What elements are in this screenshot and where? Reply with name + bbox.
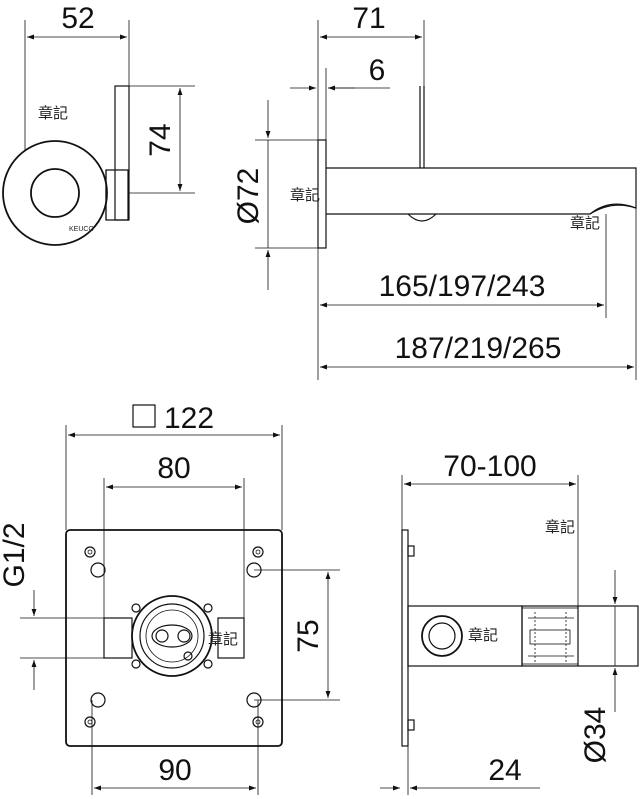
- lever: [114, 85, 130, 221]
- dim-122: 122: [164, 402, 214, 435]
- watermark: 章記: [468, 626, 498, 644]
- dim-52: 52: [61, 2, 94, 35]
- dim-diameter-72: Ø72: [232, 168, 265, 225]
- dim-70-100: 70-100: [443, 450, 536, 483]
- dim-80: 80: [157, 452, 190, 485]
- valve-housing: [407, 605, 523, 667]
- dim-24: 24: [488, 754, 521, 787]
- dim-diameter-34: Ø34: [579, 707, 612, 764]
- dim-90: 90: [158, 754, 191, 787]
- spout-body: [326, 167, 637, 215]
- extension-sleeve: [521, 605, 639, 667]
- watermark: 章記: [208, 630, 238, 648]
- handle-knob: [30, 168, 80, 218]
- dim-thread: G1/2: [0, 522, 31, 587]
- side-view-spout: 71 6 Ø72 165/197/243 187/219/265 章記 章記: [232, 2, 637, 380]
- watermark: 章記: [570, 214, 600, 232]
- mounting-side-view: 70-100 Ø34 24 章記 章記: [380, 450, 639, 795]
- brand-logo: KEUCO: [69, 226, 94, 233]
- watermark: 章記: [545, 518, 575, 536]
- plate-side: [401, 529, 409, 747]
- watermark: 章記: [290, 186, 320, 204]
- square-symbol-icon: [132, 404, 156, 428]
- wall-plate: [317, 139, 327, 249]
- mounting-plate-front: 122 80 G1/2 75 90 章記: [0, 402, 340, 795]
- valve-body: [131, 595, 213, 677]
- dim-71: 71: [352, 2, 385, 35]
- dim-overall-length: 187/219/265: [395, 332, 562, 365]
- dim-6: 6: [369, 54, 386, 87]
- dim-74: 74: [144, 123, 177, 156]
- front-view-handle: KEUCO 52 74 章記: [2, 2, 195, 246]
- watermark: 章記: [38, 104, 68, 122]
- rosette-circle: [2, 140, 108, 246]
- mounting-plate: [65, 529, 283, 747]
- dim-spout-length: 165/197/243: [379, 270, 546, 303]
- dim-75: 75: [292, 619, 325, 652]
